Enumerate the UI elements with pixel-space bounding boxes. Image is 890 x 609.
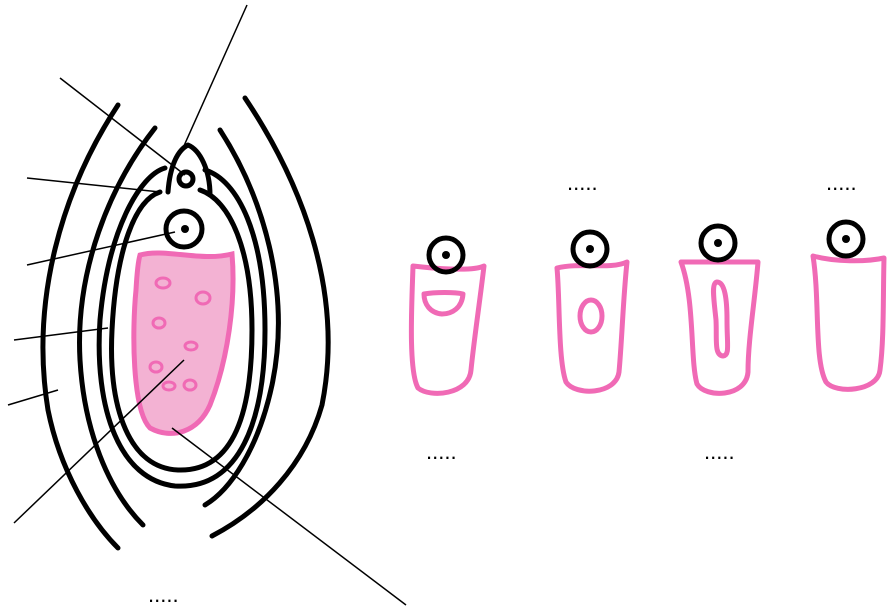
stage-2 <box>557 232 627 391</box>
antipodal-nucleus-small <box>179 172 193 186</box>
stage-2-inner <box>580 300 602 332</box>
stage-1 <box>411 238 484 393</box>
stage-3 <box>681 226 758 393</box>
stage-2-nucleus-dot <box>586 245 594 253</box>
stage-1-nucleus-dot <box>442 251 450 259</box>
pointer-left-3 <box>14 328 108 340</box>
stage-1-inner <box>424 293 463 315</box>
stage-4 <box>813 222 884 389</box>
ovule <box>43 98 328 548</box>
stage-1-cell <box>411 266 484 393</box>
stage-label-bottom-1: ..... <box>426 441 457 463</box>
stage-label-bottom-3: ..... <box>704 441 735 463</box>
stage-label-top-2: ..... <box>567 172 598 194</box>
stage-2-cell <box>557 262 627 391</box>
stage-4-cell <box>813 256 884 389</box>
stage-4-nucleus-dot <box>842 235 850 243</box>
stage-3-inner <box>713 282 727 356</box>
pointer-lower-right <box>172 428 406 605</box>
stage-label-top-4: ..... <box>826 172 857 194</box>
embryo-sac <box>134 253 233 433</box>
pointer-top <box>183 5 247 148</box>
pointer-left-4 <box>8 390 58 405</box>
ovule-caption: ..... <box>148 584 179 606</box>
pointer-upper-left <box>60 78 185 175</box>
megaspore-cell-nucleus <box>181 225 189 233</box>
stage-3-nucleus-dot <box>714 239 722 247</box>
